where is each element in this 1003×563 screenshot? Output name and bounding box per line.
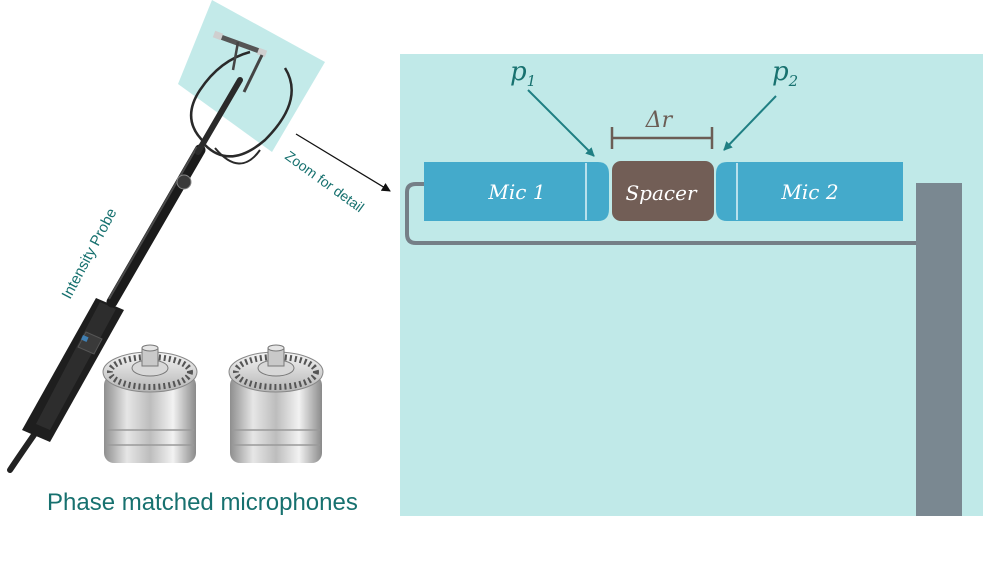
detail-panel bbox=[400, 54, 983, 516]
microphone-capsule-image bbox=[102, 344, 198, 463]
microphone-capsule-image-2 bbox=[228, 344, 324, 463]
holder-outline bbox=[405, 182, 916, 245]
p2-label: p2 bbox=[772, 57, 798, 90]
zoom-label: Zoom for detail bbox=[282, 147, 367, 215]
phase-matched-label: Phase matched microphones bbox=[47, 489, 358, 516]
zoom-arrow bbox=[295, 133, 391, 192]
delta-r-label: Δr bbox=[645, 108, 674, 133]
p1-arrow bbox=[527, 89, 595, 157]
mic-1-label: Mic 1 bbox=[487, 180, 545, 204]
probe-stand bbox=[916, 183, 962, 516]
intensity-probe-label: Intensity Probe bbox=[59, 206, 121, 302]
p2-arrow bbox=[723, 95, 777, 151]
mic-1 bbox=[424, 162, 609, 221]
spacer-block bbox=[612, 161, 714, 221]
mic-2 bbox=[716, 162, 903, 221]
spacer-label: Spacer bbox=[625, 181, 697, 205]
delta-r-dimension bbox=[610, 127, 714, 149]
intensity-probe-image bbox=[7, 30, 293, 473]
p1-label: p1 bbox=[510, 57, 536, 90]
mic-2-label: Mic 2 bbox=[780, 180, 838, 204]
